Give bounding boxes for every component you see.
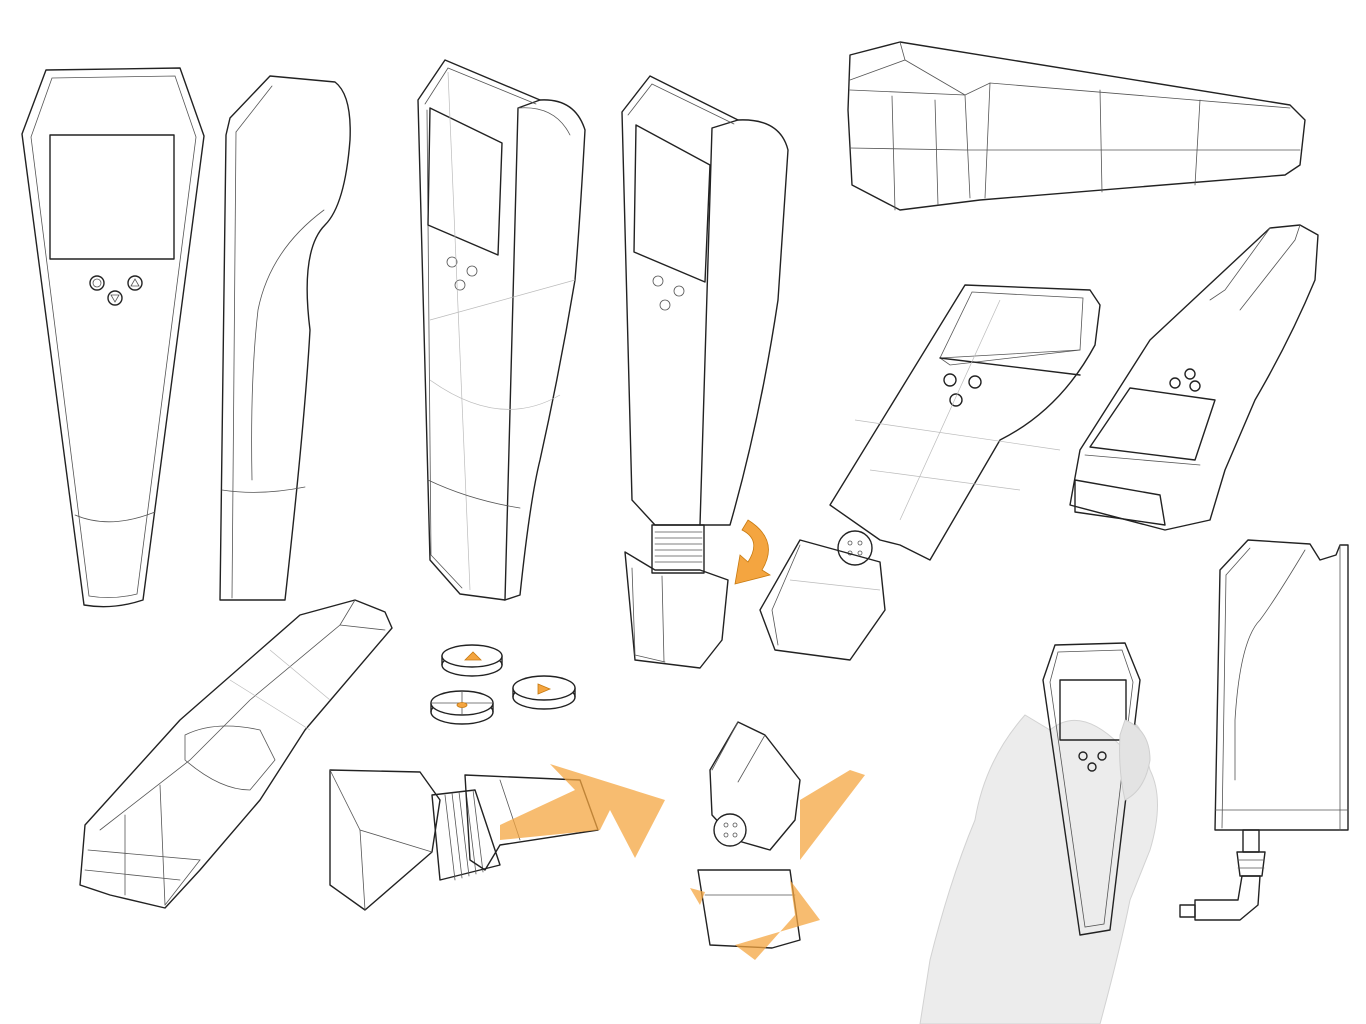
exploded-cap-view: [329, 764, 665, 911]
button-cap-circle: [430, 690, 494, 725]
device-horizontal-top-view: [847, 41, 1306, 211]
connector-detail-view: [690, 721, 865, 960]
device-side-cable-view: [1179, 539, 1349, 921]
explode-arrow: [500, 764, 665, 858]
cable-connector: [1242, 829, 1260, 853]
device-perspective-view: [417, 59, 586, 601]
circle-icon: [89, 275, 105, 291]
device-in-hand-view: [919, 642, 1158, 1024]
device-front-view: [21, 67, 205, 608]
hand-device-screen: [1059, 679, 1127, 741]
triangle-up-icon: [127, 275, 143, 291]
button-cap-play-right: [512, 675, 576, 710]
slide-arrow: [800, 770, 865, 860]
button-cap-play-up: [441, 644, 503, 677]
triangle-down-icon: [107, 290, 123, 306]
connector-pins: [837, 530, 873, 566]
thread-section: [651, 524, 705, 574]
device-lying-perspective-view: [79, 599, 393, 909]
device-back-view: [1069, 224, 1319, 531]
display-screen: [49, 134, 175, 260]
rotate-arrow-icon: [734, 519, 772, 585]
connector-socket: [713, 813, 747, 847]
button-caps: [430, 644, 576, 725]
device-cap-twist-view: [621, 75, 789, 669]
device-side-view: [219, 75, 351, 601]
device-open-bottom-view: [759, 284, 1101, 661]
